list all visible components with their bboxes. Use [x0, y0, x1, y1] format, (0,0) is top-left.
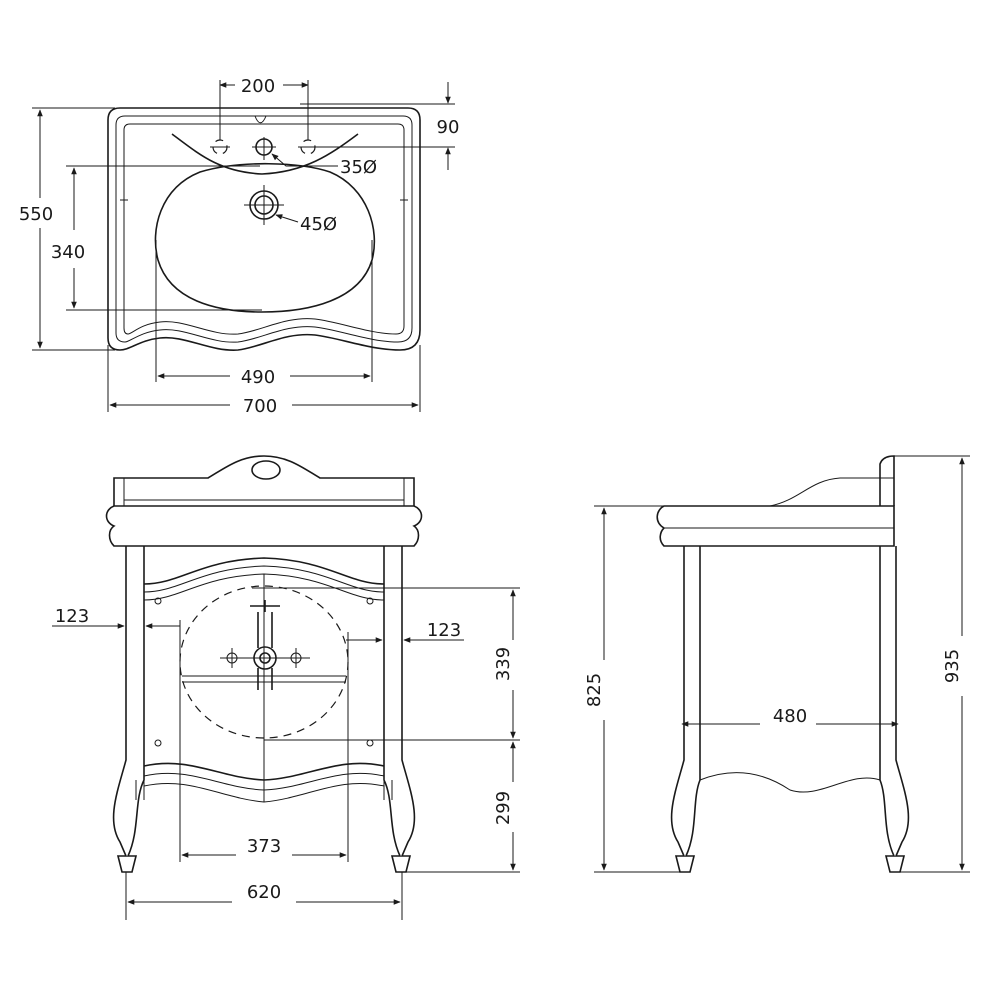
front-tap-hole — [251, 460, 281, 480]
dim-rim-height: 825 — [584, 673, 605, 707]
dim-left-inset: 123 — [55, 606, 89, 627]
dim-tap-dia: 35Ø — [340, 157, 377, 178]
dim-depth: 550 — [19, 204, 53, 225]
dim-inner-width: 373 — [247, 836, 281, 857]
front-leg-right — [383, 546, 416, 873]
side-rim — [656, 505, 895, 547]
side-leg-front — [670, 546, 701, 873]
dim-lower-height: 299 — [493, 791, 514, 825]
front-apron-top — [143, 557, 385, 585]
dim-tap-offset: 90 — [437, 117, 460, 138]
overflow-notch — [254, 115, 267, 124]
dim-width: 700 — [243, 396, 277, 417]
basin-rim-inner-2 — [123, 123, 405, 335]
front-backsplash — [113, 455, 415, 506]
front-siphon — [250, 600, 280, 648]
front-rim — [105, 505, 423, 547]
dim-leg-width: 620 — [247, 882, 281, 903]
bowl — [154, 162, 376, 313]
side-leg-back — [879, 546, 910, 873]
dim-right-inset: 123 — [427, 620, 461, 641]
dim-bowl-depth: 340 — [51, 242, 85, 263]
side-view: 480 825 935 — [584, 455, 970, 873]
top-view: 200 90 35Ø 45Ø 550 340 490 — [19, 76, 460, 417]
dim-side-depth: 480 — [773, 706, 807, 727]
dim-bowl-width: 490 — [241, 367, 275, 388]
front-leg-left — [112, 546, 145, 873]
basin-outline — [107, 107, 421, 351]
side-stretcher — [699, 772, 881, 793]
dim-drain-dia: 45Ø — [300, 214, 337, 235]
tap-deck — [171, 133, 359, 175]
side-backsplash — [879, 455, 895, 506]
dim-total-height: 935 — [942, 649, 963, 683]
front-view: 123 123 339 299 373 620 — [52, 455, 520, 920]
basin-rim-inner — [115, 115, 413, 343]
dim-upper-height: 339 — [493, 647, 514, 681]
dim-hole-spacing: 200 — [241, 76, 275, 97]
